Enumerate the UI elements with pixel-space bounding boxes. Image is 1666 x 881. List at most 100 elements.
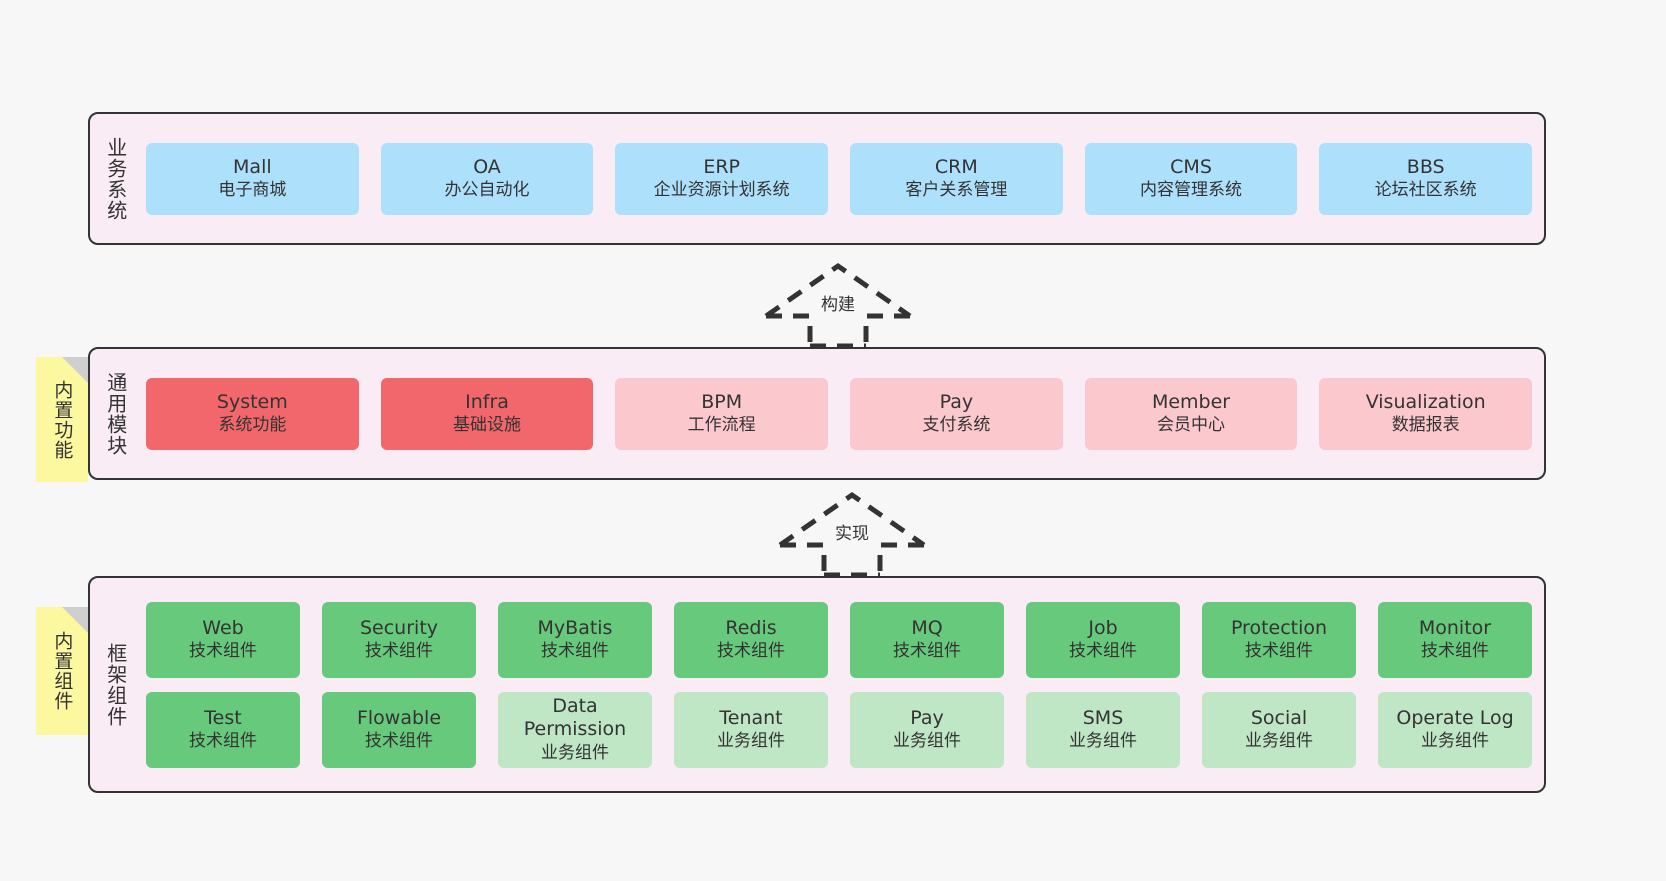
node-subtitle: 基础设施 — [453, 415, 521, 436]
node-subtitle: 业务组件 — [1421, 731, 1489, 752]
node-member[interactable]: Member 会员中心 — [1084, 377, 1298, 450]
layer-framework-component: 框架组件 Web 技术组件 Security 技术组件 MyBatis 技术组件… — [88, 576, 1546, 793]
node-row: System 系统功能 Infra 基础设施 BPM 工作流程 Pay 支付系统… — [146, 377, 1533, 450]
node-subtitle: 技术组件 — [541, 641, 609, 662]
node-security[interactable]: Security 技术组件 — [322, 601, 476, 678]
note-fold-corner-icon — [62, 607, 88, 633]
node-title: CRM — [934, 155, 978, 178]
node-sms[interactable]: SMS 业务组件 — [1026, 691, 1180, 768]
node-title: ERP — [703, 155, 741, 178]
connector-build-arrow: 构建 — [748, 258, 928, 348]
node-subtitle: 技术组件 — [1069, 641, 1137, 662]
node-subtitle: 企业资源计划系统 — [653, 180, 790, 201]
node-mall[interactable]: Mall 电子商城 — [146, 142, 359, 215]
node-bbs[interactable]: BBS 论坛社区系统 — [1319, 142, 1533, 215]
node-title: Infra — [465, 390, 509, 413]
node-title: MyBatis — [537, 616, 613, 639]
node-subtitle: 客户关系管理 — [905, 180, 1008, 201]
node-title: Mall — [233, 155, 272, 178]
node-subtitle: 业务组件 — [1245, 731, 1313, 752]
layer-title-framework-component: 框架组件 — [103, 642, 128, 727]
node-subtitle: 数据报表 — [1391, 415, 1460, 436]
node-title: Flowable — [356, 706, 442, 729]
node-web[interactable]: Web 技术组件 — [146, 601, 300, 678]
node-social[interactable]: Social 业务组件 — [1202, 691, 1356, 768]
node-subtitle: 办公自动化 — [444, 180, 530, 201]
node-title: Visualization — [1365, 390, 1486, 413]
node-cms[interactable]: CMS 内容管理系统 — [1084, 142, 1298, 215]
node-row: Mall 电子商城 OA 办公自动化 ERP 企业资源计划系统 CRM 客户关系… — [146, 142, 1533, 215]
node-crm[interactable]: CRM 客户关系管理 — [850, 142, 1063, 215]
node-subtitle: 技术组件 — [717, 641, 785, 662]
node-subtitle: 技术组件 — [189, 731, 257, 752]
node-title: BBS — [1406, 155, 1445, 178]
node-redis[interactable]: Redis 技术组件 — [674, 601, 828, 678]
node-title: BPM — [701, 390, 743, 413]
node-subtitle: 技术组件 — [1245, 641, 1313, 662]
node-title: Pay — [910, 706, 944, 729]
node-pay-business[interactable]: Pay 业务组件 — [850, 691, 1004, 768]
node-title: Job — [1088, 616, 1118, 639]
node-subtitle: 技术组件 — [365, 641, 433, 662]
node-bpm[interactable]: BPM 工作流程 — [615, 377, 829, 450]
sticky-note-builtin-function: 内置功能 — [36, 357, 88, 482]
note-label: 内置组件 — [51, 631, 74, 711]
node-subtitle: 论坛社区系统 — [1374, 180, 1477, 201]
node-title: Operate Log — [1396, 706, 1514, 729]
node-title: SMS — [1082, 706, 1124, 729]
node-subtitle: 业务组件 — [893, 731, 961, 752]
node-visualization[interactable]: Visualization 数据报表 — [1319, 377, 1533, 450]
node-subtitle: 支付系统 — [922, 415, 991, 436]
node-flowable[interactable]: Flowable 技术组件 — [322, 691, 476, 768]
node-operate-log[interactable]: Operate Log 业务组件 — [1378, 691, 1532, 768]
connector-label-build: 构建 — [821, 295, 855, 315]
node-title: Social — [1250, 706, 1308, 729]
node-title: Member — [1151, 390, 1231, 413]
node-title: Web — [202, 616, 244, 639]
node-data-permission[interactable]: Data Permission 业务组件 — [498, 691, 652, 768]
node-subtitle: 业务组件 — [541, 742, 609, 763]
node-title: Protection — [1230, 616, 1328, 639]
node-monitor[interactable]: Monitor 技术组件 — [1378, 601, 1532, 678]
node-tenant[interactable]: Tenant 业务组件 — [674, 691, 828, 768]
node-title: OA — [473, 155, 501, 178]
node-subtitle: 技术组件 — [893, 641, 961, 662]
node-oa[interactable]: OA 办公自动化 — [380, 142, 594, 215]
node-subtitle: 系统功能 — [218, 415, 287, 436]
node-subtitle: 会员中心 — [1157, 415, 1226, 436]
node-mq[interactable]: MQ 技术组件 — [850, 601, 1004, 678]
layer-body-framework-component: Web 技术组件 Security 技术组件 MyBatis 技术组件 Redi… — [140, 578, 1544, 791]
node-pay[interactable]: Pay 支付系统 — [850, 377, 1063, 450]
node-subtitle: 内容管理系统 — [1140, 180, 1243, 201]
connector-label-realize: 实现 — [835, 524, 869, 544]
layer-title-common-module: 通用模块 — [103, 371, 128, 456]
node-subtitle: 技术组件 — [189, 641, 257, 662]
layer-common-module: 通用模块 System 系统功能 Infra 基础设施 BPM 工作流程 Pay… — [88, 347, 1546, 480]
note-label: 内置功能 — [51, 379, 74, 460]
node-title: CMS — [1170, 155, 1212, 178]
layer-title-business-system: 业务系统 — [103, 136, 128, 221]
node-subtitle: 业务组件 — [717, 731, 785, 752]
node-protection[interactable]: Protection 技术组件 — [1202, 601, 1356, 678]
node-system[interactable]: System 系统功能 — [146, 377, 359, 450]
node-mybatis[interactable]: MyBatis 技术组件 — [498, 601, 652, 678]
layer-body-common-module: System 系统功能 Infra 基础设施 BPM 工作流程 Pay 支付系统… — [140, 349, 1544, 478]
node-title: Redis — [725, 616, 777, 639]
node-title: Tenant — [719, 706, 783, 729]
node-title: System — [216, 390, 288, 413]
connector-realize-arrow: 实现 — [762, 487, 942, 577]
node-subtitle: 技术组件 — [1421, 641, 1489, 662]
node-job[interactable]: Job 技术组件 — [1026, 601, 1180, 678]
node-title: Security — [359, 616, 439, 639]
node-erp[interactable]: ERP 企业资源计划系统 — [615, 142, 829, 215]
layer-business-system: 业务系统 Mall 电子商城 OA 办公自动化 ERP 企业资源计划系统 CRM… — [88, 112, 1546, 245]
node-infra[interactable]: Infra 基础设施 — [380, 377, 594, 450]
node-title: Test — [204, 706, 242, 729]
node-test[interactable]: Test 技术组件 — [146, 691, 300, 768]
node-subtitle: 业务组件 — [1069, 731, 1137, 752]
node-row: Web 技术组件 Security 技术组件 MyBatis 技术组件 Redi… — [146, 601, 1532, 678]
node-title: Data Permission — [523, 695, 627, 741]
node-title: Monitor — [1418, 616, 1492, 639]
node-row: Test 技术组件 Flowable 技术组件 Data Permission … — [146, 691, 1532, 768]
